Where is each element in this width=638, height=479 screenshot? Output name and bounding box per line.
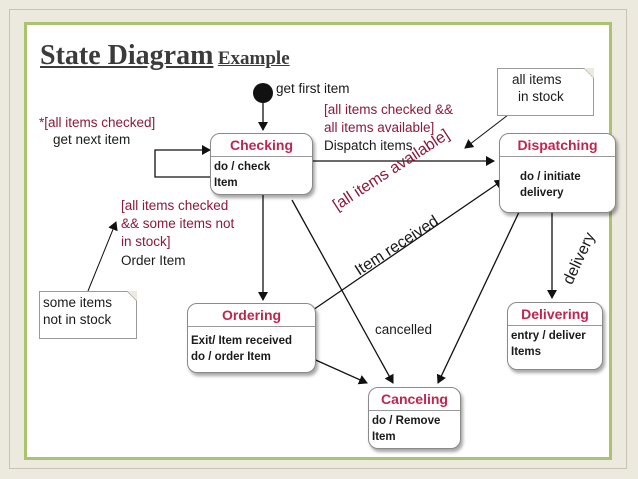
order-guard-line3: in stock]: [121, 234, 171, 249]
note-not-in-stock: some items not in stock: [39, 291, 137, 339]
initial-label: get first item: [276, 81, 350, 96]
note-connector-not-in-stock: [87, 221, 118, 292]
note-line: some items: [43, 295, 113, 310]
dispatch-guard-line2: all items available]: [324, 120, 435, 135]
activity-line: Exit/ Item received: [191, 335, 292, 347]
initial-state: [253, 83, 273, 103]
note-fold-icon: [584, 68, 594, 78]
state-dispatching-activity: do / initiate delivery: [500, 157, 615, 203]
state-delivering-name: Delivering: [508, 303, 602, 326]
note-fold-icon: [127, 291, 137, 301]
arrow-checking-canceling: [291, 199, 394, 384]
dispatch-action: Dispatch items: [324, 138, 413, 153]
arrow-ordering-dispatching: [309, 179, 504, 313]
self-loop-action: get next item: [53, 132, 131, 147]
arrow-dispatching-canceling: [436, 209, 521, 384]
state-dispatching[interactable]: Dispatching do / initiate delivery: [499, 133, 616, 213]
self-loop-guard: *[all items checked]: [39, 115, 156, 130]
state-checking-activity: do / check Item: [211, 157, 312, 193]
note-line: all items: [512, 72, 562, 87]
state-dispatching-name: Dispatching: [500, 134, 615, 157]
note-line: in stock: [518, 89, 564, 104]
diagram-title: State Diagram Example: [40, 40, 290, 72]
title-sub: Example: [217, 48, 290, 69]
activity-line: entry / deliver: [511, 330, 586, 342]
note-in-stock: all items in stock: [497, 68, 594, 116]
state-ordering[interactable]: Ordering Exit/ Item received do / order …: [187, 303, 316, 373]
order-guard-line1: [all items checked: [121, 198, 229, 213]
state-canceling-name: Canceling: [369, 388, 460, 411]
state-canceling[interactable]: Canceling do / Remove Item: [368, 387, 461, 449]
activity-line: Item: [214, 177, 238, 189]
activity-line: delivery: [520, 187, 564, 199]
activity-line: do / check: [214, 161, 271, 173]
state-checking-name: Checking: [211, 134, 312, 157]
state-checking[interactable]: Checking do / check Item: [210, 133, 313, 195]
state-ordering-activity: Exit/ Item received do / order Item: [188, 327, 315, 367]
activity-line: do / initiate: [520, 171, 581, 183]
state-delivering-activity: entry / deliver Items: [508, 326, 602, 362]
activity-line: Items: [511, 346, 542, 358]
activity-line: Item: [372, 431, 396, 443]
state-ordering-name: Ordering: [188, 304, 315, 327]
note-line: not in stock: [43, 312, 112, 327]
order-action: Order Item: [121, 253, 186, 268]
cancelled-label: cancelled: [375, 322, 433, 337]
activity-line: do / order Item: [191, 351, 271, 363]
self-loop-arrow: [154, 145, 211, 178]
activity-line: do / Remove: [372, 415, 441, 427]
title-main: State Diagram: [40, 40, 214, 71]
state-canceling-activity: do / Remove Item: [369, 411, 460, 447]
dispatch-guard-line1: [all items checked &&: [324, 102, 454, 117]
state-delivering[interactable]: Delivering entry / deliver Items: [507, 302, 603, 370]
order-guard-line2: && some items not: [121, 216, 235, 231]
note-connector-in-stock: [464, 114, 509, 149]
